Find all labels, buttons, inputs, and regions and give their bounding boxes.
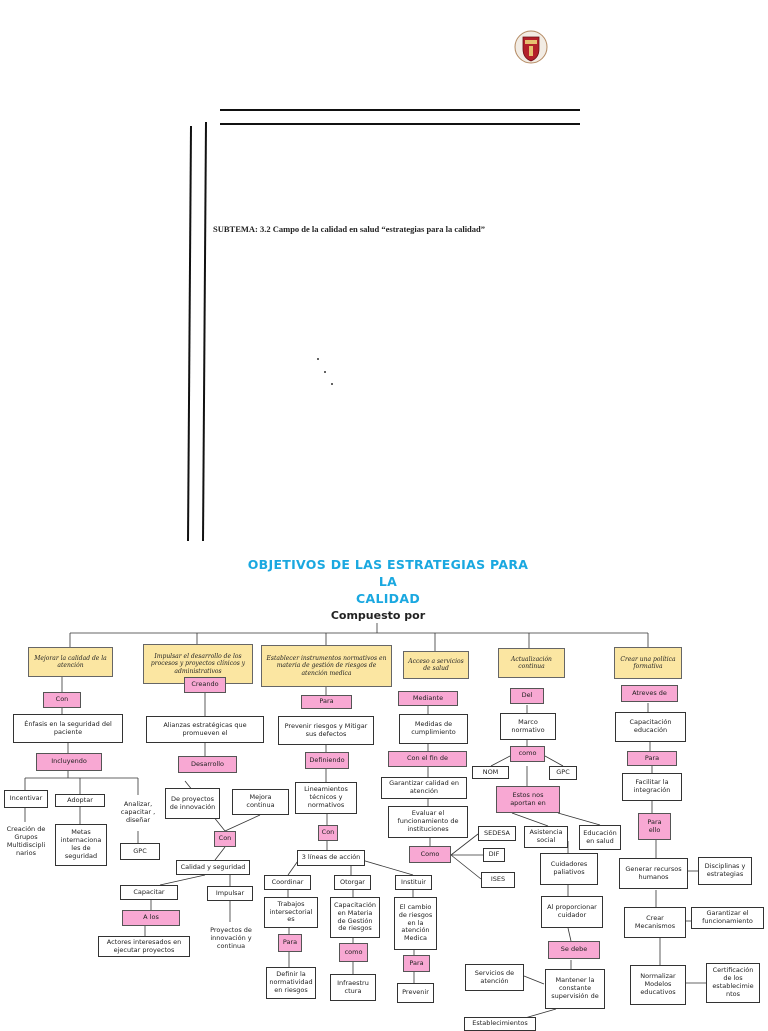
c6-certificacion-node: Certificación de los establecimie ntos	[706, 963, 760, 1003]
c1-analizar-node: Analizar, capacitar , diseñar	[120, 800, 156, 824]
c2-impulsar-node: Impulsar	[207, 886, 253, 901]
c1-enfasis-node: Énfasis en la seguridad del paciente	[13, 714, 123, 743]
c3-definir-node: Definir la normatividad en riesgos	[266, 967, 316, 999]
bullet-2	[324, 371, 326, 373]
c5-educacion-node: Educación en salud	[579, 825, 621, 850]
c5-proporcionar-node: Al proporcionar cuidador	[541, 896, 603, 928]
c3-para3-connector: Para	[403, 955, 430, 972]
c2-alos-connector: A los	[122, 910, 180, 926]
c5-mantener-node: Mantener la constante supervisión de	[545, 969, 605, 1009]
c6-para-connector: Para	[627, 751, 677, 766]
c4-dif-node: DIF	[483, 848, 505, 862]
university-seal-icon	[514, 27, 548, 67]
c5-marco-node: Marco normativo	[500, 713, 556, 740]
c5-gpc-node: GPC	[549, 766, 577, 780]
objective-6-node: Crear una política formativa	[614, 647, 682, 679]
c5-sedebe-connector: Se debe	[548, 941, 600, 959]
bullet-1	[317, 358, 319, 360]
c6-crear-node: Crear Mecanismos	[624, 907, 686, 938]
c1-incluyendo-connector: Incluyendo	[36, 753, 102, 771]
c4-evaluar-node: Evaluar el funcionamiento de institucion…	[388, 806, 468, 838]
c5-servicios-node: Servicios de atención	[465, 964, 524, 991]
c3-lineamientos-node: Lineamientos técnicos y normativos	[295, 782, 357, 814]
c6-facilitar-node: Facilitar la integración	[622, 773, 682, 801]
c3-trabajos-node: Trabajos intersectorial es	[264, 897, 318, 928]
c1-gpc-node: GPC	[120, 843, 160, 860]
c2-proyectos-node: De proyectos de innovación	[165, 788, 220, 819]
c5-establecimientos-node: Establecimientos	[464, 1017, 536, 1031]
concept-map-title: OBJETIVOS DE LAS ESTRATEGIAS PARA LA CAL…	[238, 556, 538, 607]
c5-como-connector: como	[510, 746, 545, 762]
c2-alianzas-node: Alianzas estratégicas que promueven el	[146, 716, 264, 743]
c5-estos-connector: Estos nos aportan en	[496, 786, 560, 813]
c4-confin-connector: Con el fin de	[388, 751, 467, 767]
c2-calidad-node: Calidad y seguridad	[176, 860, 250, 875]
c4-como-connector: Como	[409, 846, 451, 863]
c6-atraves-connector: Atreves de	[621, 685, 678, 702]
title-line-1: OBJETIVOS DE LAS ESTRATEGIAS PARA LA	[247, 557, 529, 589]
c3-instituir-node: Instituir	[395, 875, 432, 890]
c3-definiendo-connector: Definiendo	[305, 752, 349, 769]
c3-prevenir2-node: Prevenir	[397, 983, 434, 1003]
c4-sedesa-node: SEDESA	[478, 826, 516, 841]
c5-asistencia-node: Asistencia social	[524, 826, 568, 848]
cover-rules	[187, 109, 580, 542]
c3-coordinar-node: Coordinar	[264, 875, 311, 890]
c1-incentivar-node: Incentivar	[4, 790, 48, 808]
c6-normalizar-node: Normalizar Modelos educativos	[630, 965, 686, 1005]
c5-cuidadores-node: Cuidadores paliativos	[540, 853, 598, 885]
c3-prevenir-node: Prevenir riesgos y Mitigar sus defectos	[278, 716, 374, 745]
c3-capacitacion-node: Capacitación en Materia de Gestión de ri…	[330, 897, 380, 938]
c4-isses-node: ISES	[481, 872, 515, 888]
c3-como-connector: como	[339, 943, 368, 962]
c3-lineas-node: 3 líneas de acción	[297, 850, 365, 866]
c5-nom-node: NOM	[472, 766, 509, 779]
c4-mediante-connector: Mediante	[398, 691, 458, 706]
c3-para2-connector: Para	[278, 934, 302, 952]
c4-garantizar-node: Garantizar calidad en atención	[381, 777, 467, 799]
bullet-3	[331, 383, 333, 385]
c4-medidas-node: Medidas de cumplimiento	[399, 714, 468, 744]
root-node: Compuesto por	[330, 609, 426, 622]
c6-paraello-connector: Para ello	[638, 813, 671, 840]
concept-map-connectors	[24, 623, 708, 1021]
c5-del-connector: Del	[510, 688, 544, 704]
objective-3-node: Establecer instrumentos normativos en ma…	[261, 645, 392, 687]
c2-con-connector: Con	[214, 831, 236, 847]
objective-4-node: Acceso a servicios de salud	[403, 651, 469, 679]
c1-con-connector: Con	[43, 692, 81, 708]
c3-infra-node: Infraestru ctura	[330, 974, 376, 1001]
c2-desarrollo-connector: Desarrollo	[178, 756, 237, 773]
c1-creacion-node: Creación de Grupos Multidiscipli narios	[6, 825, 46, 857]
c3-para-connector: Para	[301, 695, 352, 709]
c3-con-connector: Con	[318, 825, 338, 841]
objective-1-node: Mejorar la calidad de la atención	[28, 647, 113, 677]
c2-creando-connector: Creando	[184, 677, 226, 693]
c6-capacitacion-node: Capacitación educación	[615, 712, 686, 742]
c3-cambio-node: El cambio de riesgos en la atención Medi…	[394, 897, 437, 950]
c2-proyinnov-node: Proyectos de innovación y continua	[210, 926, 252, 950]
title-line-2: CALIDAD	[356, 591, 420, 606]
c2-actores-node: Actores interesados en ejecutar proyecto…	[98, 936, 190, 957]
c3-otorgar-node: Otorgar	[334, 875, 371, 890]
c2-capacitar-node: Capacitar	[120, 885, 178, 900]
c6-disciplinas-node: Disciplinas y estrategias	[698, 857, 752, 885]
c2-mejora-node: Mejora continua	[232, 789, 289, 815]
subtema-heading: SUBTEMA: 3.2 Campo de la calidad en salu…	[213, 224, 486, 234]
objective-5-node: Actualización continua	[498, 648, 565, 678]
c6-generar-node: Generar recursos humanos	[619, 858, 688, 889]
c1-adoptar-node: Adoptar	[55, 794, 105, 807]
c1-metas-node: Metas internaciona les de seguridad	[55, 824, 107, 866]
c6-garantizar-node: Garantizar el funcionamiento	[691, 907, 764, 929]
